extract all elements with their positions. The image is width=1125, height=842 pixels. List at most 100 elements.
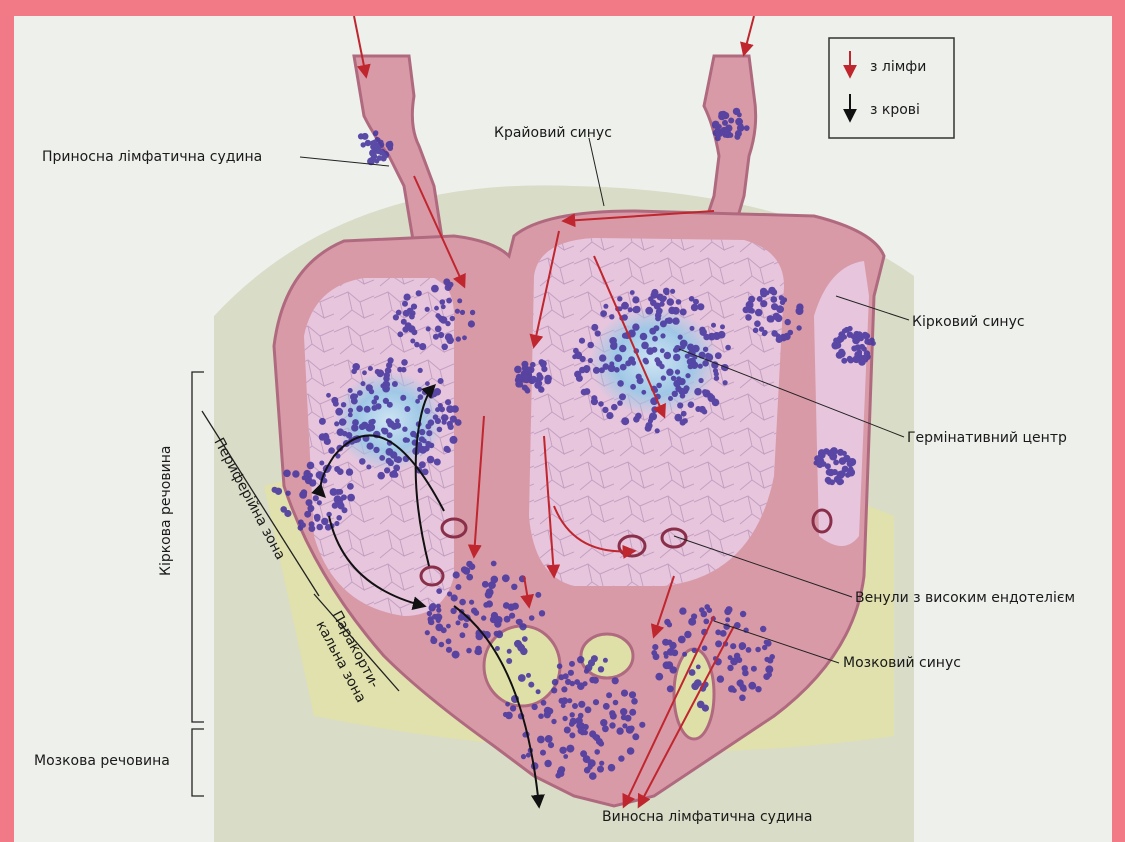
lymphocyte <box>577 656 584 663</box>
lymphocyte <box>702 645 708 651</box>
lymphocyte <box>518 674 526 682</box>
lymphocyte <box>746 647 752 653</box>
lymphocyte <box>765 290 770 295</box>
lymphocyte <box>846 471 852 477</box>
lymphocyte <box>397 367 402 372</box>
lymphocyte <box>677 402 683 408</box>
label-medullary-sinus: Мозковий синус <box>843 655 961 671</box>
lymphocyte <box>404 406 410 412</box>
lymphocyte <box>591 655 598 662</box>
lymphocyte <box>606 412 613 419</box>
lymphocyte <box>352 363 360 371</box>
lymphocyte <box>373 447 379 453</box>
lymphocyte <box>359 424 365 430</box>
lymphocyte <box>531 704 537 710</box>
lymphocyte <box>603 703 610 710</box>
lymphocyte <box>579 338 585 344</box>
lymphocyte <box>526 367 532 373</box>
lymphocyte <box>703 619 709 625</box>
lymphocyte <box>580 750 587 757</box>
lymphocyte <box>679 607 686 614</box>
lymphocyte <box>616 727 623 734</box>
lymphocyte <box>503 712 508 717</box>
lymphocyte <box>653 653 660 660</box>
lymphocyte <box>625 360 631 366</box>
lymphocyte <box>416 290 422 296</box>
lymphocyte <box>717 675 724 682</box>
lymphocyte <box>762 645 767 650</box>
lymphocyte <box>644 359 649 364</box>
lymphocyte <box>678 636 686 644</box>
lymphocyte <box>505 702 510 707</box>
lymphocyte <box>667 685 674 692</box>
lymphocyte <box>853 335 861 343</box>
lymphocyte <box>666 369 673 376</box>
lymphocyte <box>725 345 731 351</box>
lymphocyte <box>341 494 347 500</box>
lymphocyte <box>541 700 547 706</box>
lymphocyte <box>575 372 581 378</box>
lymphocyte <box>602 725 609 732</box>
lymphocyte <box>741 686 747 692</box>
lymphocyte <box>450 436 458 444</box>
lymphocyte <box>419 429 425 435</box>
lymphocyte <box>738 123 744 129</box>
lymphocyte <box>595 330 601 336</box>
lymphocyte <box>309 521 315 527</box>
lymphocyte <box>851 345 857 351</box>
lymphocyte <box>307 462 315 470</box>
lymphocyte <box>766 672 772 678</box>
lymphocyte <box>656 308 662 314</box>
lymphocyte <box>373 130 378 135</box>
lymphocyte <box>397 331 403 337</box>
lymphocyte <box>682 652 687 657</box>
lymphocyte <box>347 494 355 502</box>
lymphocyte <box>848 467 853 472</box>
lymphocyte <box>491 561 497 567</box>
medullary-hole-3 <box>674 649 714 739</box>
lymphocyte <box>600 310 607 317</box>
lymphocyte <box>598 741 604 747</box>
lymphocyte <box>734 134 740 140</box>
lymphocyte <box>428 419 435 426</box>
lymphocyte <box>597 766 604 773</box>
lymphocyte <box>433 334 439 340</box>
lymphocyte <box>591 395 597 401</box>
lymphocyte <box>428 619 434 625</box>
legend-lymph-label: з лімфи <box>870 59 926 75</box>
lymphocyte <box>446 638 452 644</box>
lymphocyte <box>391 423 398 430</box>
lymphocyte <box>585 706 592 713</box>
lymphocyte <box>558 674 564 680</box>
lymphocyte <box>403 310 410 317</box>
lymphocyte <box>330 488 338 496</box>
lymphocyte <box>417 387 422 392</box>
lymphocyte <box>619 393 626 400</box>
lymphocyte <box>660 348 665 353</box>
lymphocyte <box>462 335 467 340</box>
lymphocyte <box>715 640 722 647</box>
lymphocyte <box>438 378 444 384</box>
lymphocyte <box>651 406 658 413</box>
lymphocyte <box>535 592 541 598</box>
lymphocyte <box>459 599 466 606</box>
lymphocyte <box>746 301 754 309</box>
lymphocyte <box>537 380 543 386</box>
lymphocyte <box>599 354 606 361</box>
lymphocyte <box>650 300 657 307</box>
lymphocyte <box>671 376 676 381</box>
lymphocyte <box>603 363 610 370</box>
lymphocyte <box>569 721 575 727</box>
lymphocyte <box>401 359 408 366</box>
lymphocyte <box>402 427 407 432</box>
lymphocyte <box>842 466 849 473</box>
lymphocyte <box>771 289 777 295</box>
lymphocyte <box>578 701 585 708</box>
lymphocyte <box>825 477 832 484</box>
lymphocyte <box>384 467 390 473</box>
lymphocyte <box>516 374 522 380</box>
lymphocyte <box>339 419 346 426</box>
lymphocyte <box>563 754 568 759</box>
lymphocyte <box>745 314 752 321</box>
